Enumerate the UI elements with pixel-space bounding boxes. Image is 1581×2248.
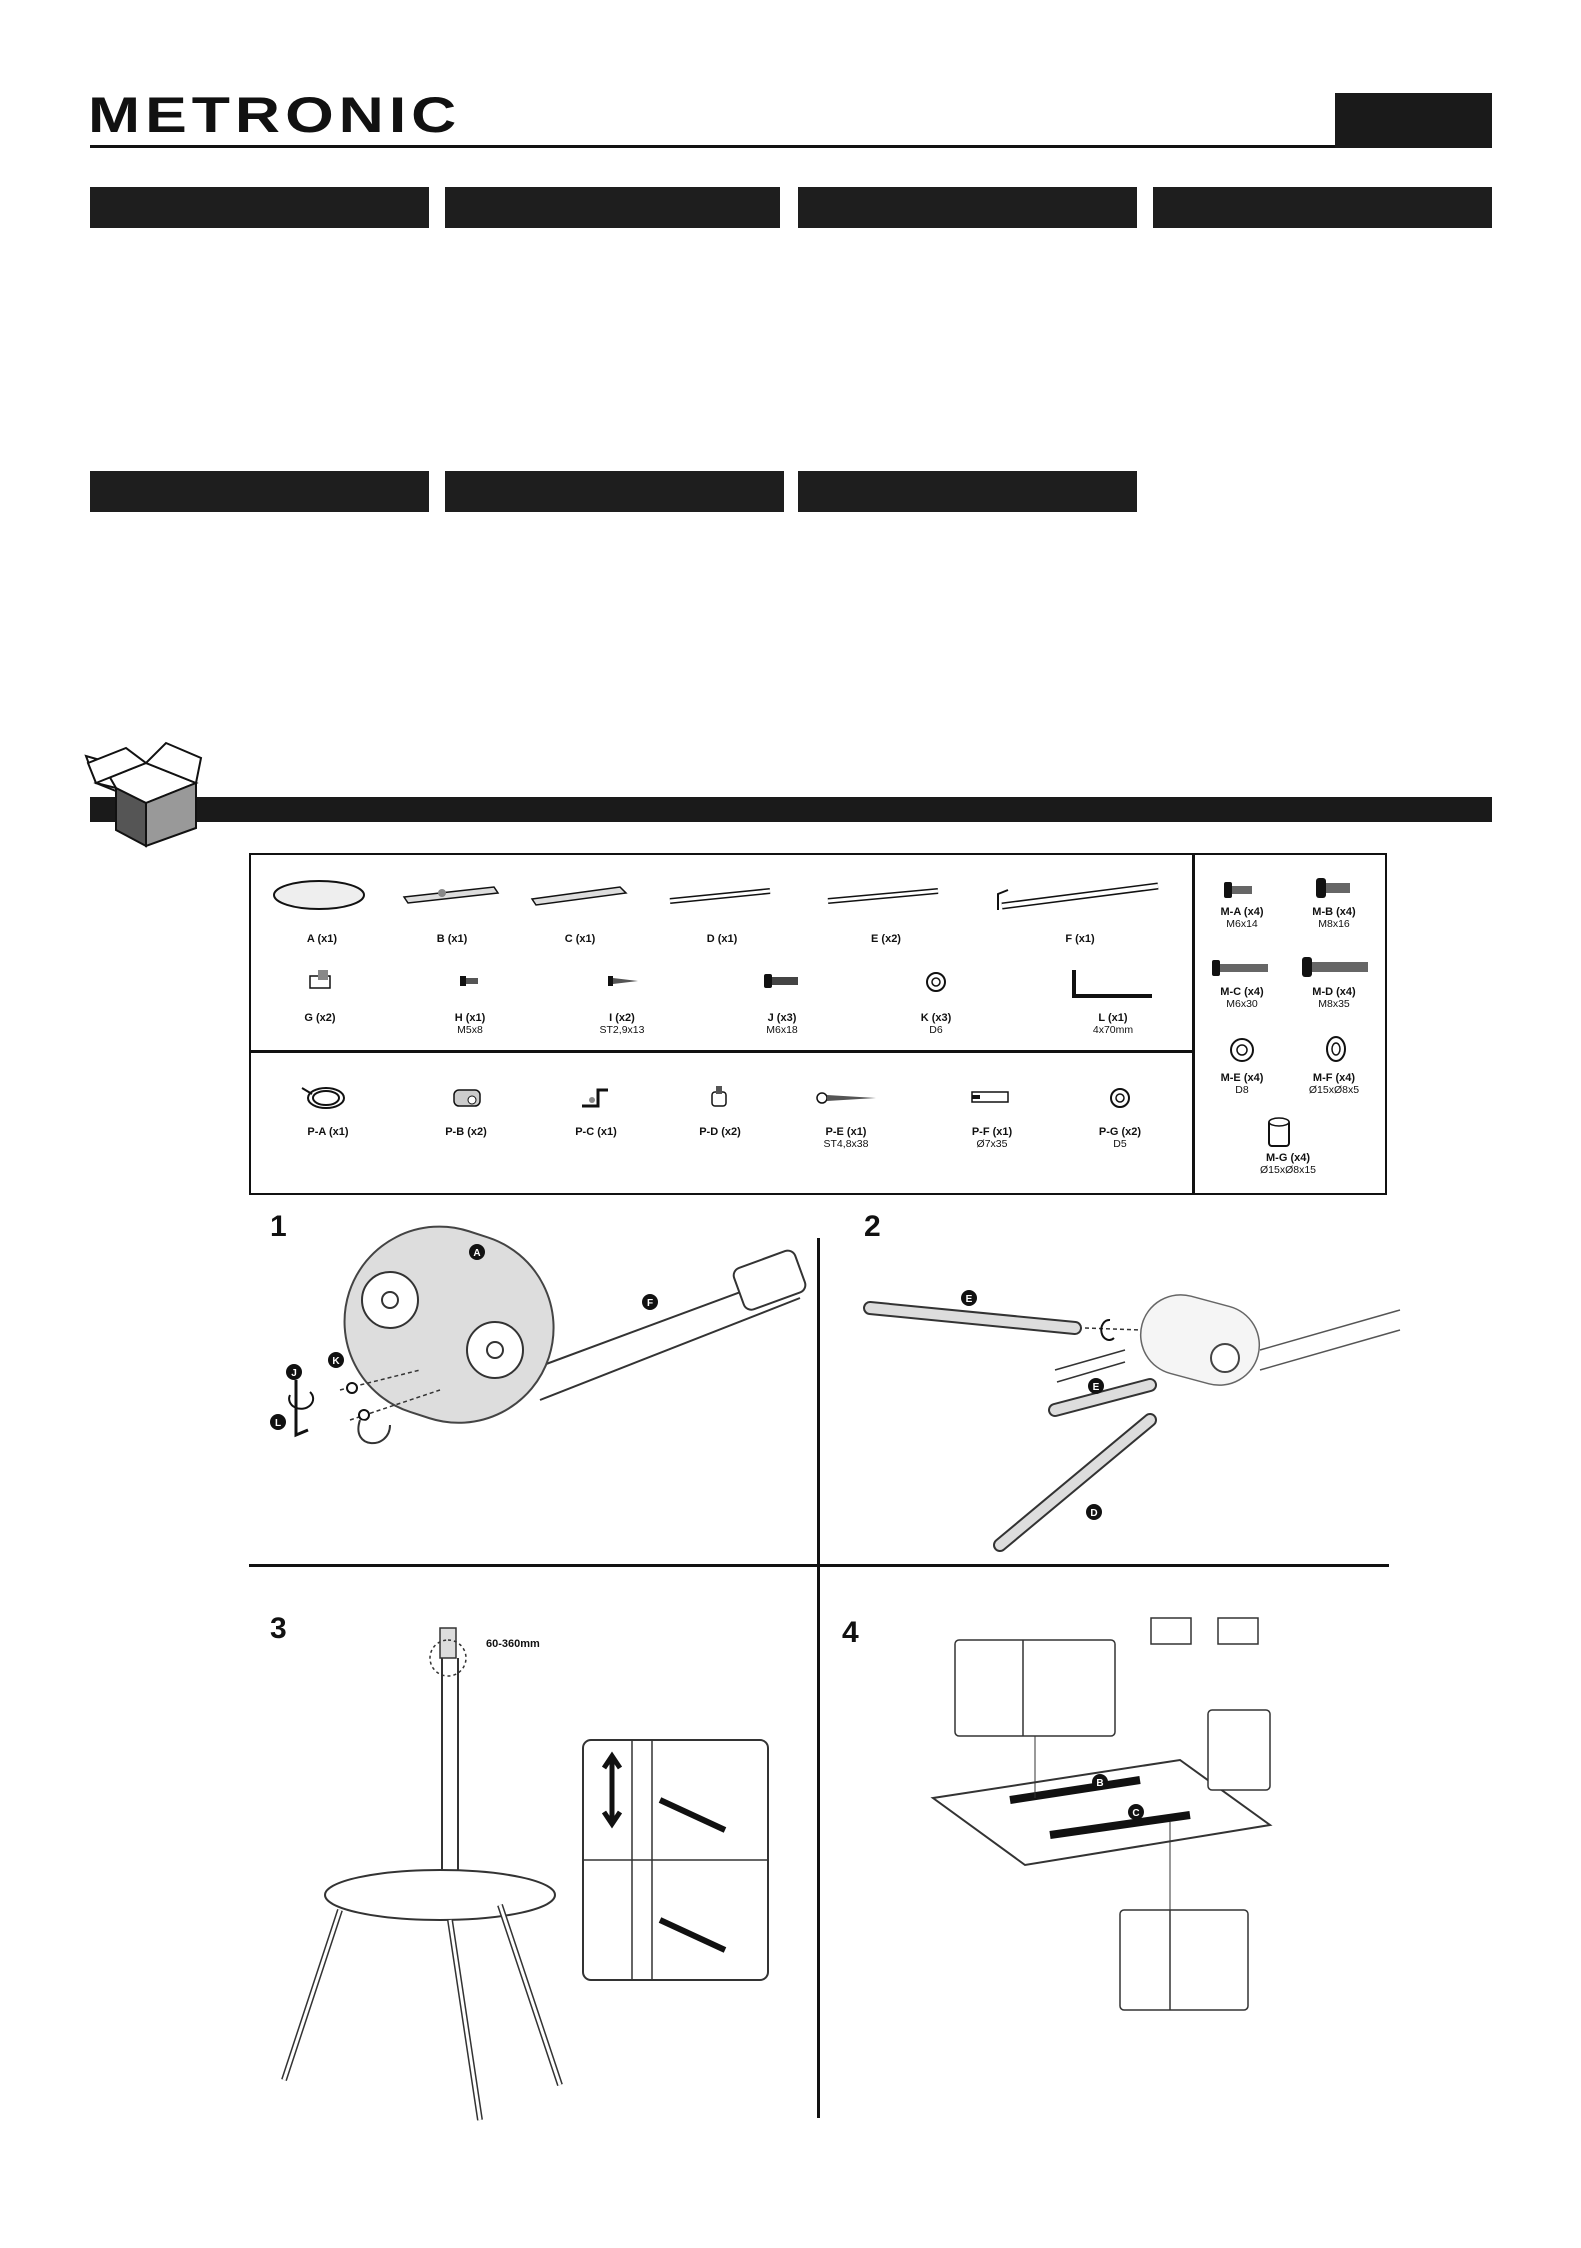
part-k-washer-icon <box>926 972 946 992</box>
brand-logo: METRONIC <box>88 87 462 143</box>
svg-text:K: K <box>332 1356 340 1367</box>
step-1-callout-j: J <box>286 1364 302 1380</box>
part-i-label: I (x2)ST2,9x13 <box>599 1012 645 1036</box>
part-l-hex-key-icon <box>1072 970 1152 998</box>
part-i-screw-icon <box>608 976 638 986</box>
header-block <box>1335 93 1492 148</box>
step-4-callout-c: C <box>1128 1804 1144 1820</box>
part-b-label: B (x1) <box>436 933 468 945</box>
svg-text:J: J <box>291 1368 297 1379</box>
part-c-label: C (x1) <box>564 933 596 945</box>
step-4-callout-b: B <box>1092 1774 1108 1790</box>
step-2-illustration <box>863 1294 1401 1552</box>
header-rule <box>90 145 1335 148</box>
part-ma-screw-icon <box>1224 882 1252 898</box>
part-mc-screw-icon <box>1212 960 1268 976</box>
part-pe-label: P-E (x1)ST4,8x38 <box>823 1126 869 1150</box>
step-1-illustration <box>288 1225 807 1445</box>
svg-text:B: B <box>1096 1778 1103 1789</box>
part-me-washer-icon <box>1230 1038 1254 1062</box>
box-icon <box>84 741 203 848</box>
part-pd-label: P-D (x2) <box>699 1126 741 1138</box>
part-h-screw-icon <box>460 976 478 986</box>
part-g-label: G (x2) <box>304 1012 336 1024</box>
section-bar-3 <box>798 187 1137 228</box>
svg-text:C: C <box>1132 1808 1139 1819</box>
step-4-illustration <box>930 1617 1273 2011</box>
part-pb-clip-icon <box>453 1089 481 1107</box>
svg-text:F: F <box>647 1298 653 1309</box>
part-a-plate-icon <box>273 880 365 910</box>
steps-divider-vertical <box>817 1238 820 2118</box>
part-mb-label: M-B (x4)M8x16 <box>1312 906 1356 930</box>
step-3-height-range: 60-360mm <box>486 1638 540 1650</box>
part-c-bracket-icon <box>530 886 628 906</box>
svg-text:D: D <box>1090 1508 1097 1519</box>
step-2-number: 2 <box>864 1210 881 1243</box>
step-2-callout-e-lower: E <box>1088 1378 1104 1394</box>
svg-text:A: A <box>473 1248 480 1259</box>
part-mf-spacer-icon <box>1326 1036 1346 1062</box>
part-k-label: K (x3)D6 <box>920 1012 952 1036</box>
part-pd-cap-icon <box>711 1086 727 1107</box>
part-mb-screw-icon <box>1316 878 1350 898</box>
part-j-label: J (x3)M6x18 <box>766 1012 798 1036</box>
step-1-callout-l: L <box>270 1414 286 1430</box>
parts-banner <box>90 797 1492 822</box>
part-pg-washer-icon <box>1110 1088 1130 1108</box>
part-pe-screw-icon <box>816 1092 876 1104</box>
part-d-tube-icon <box>669 888 771 904</box>
section-bar-4 <box>1153 187 1492 228</box>
part-pb-label: P-B (x2) <box>445 1126 487 1138</box>
part-mg-spacer-icon <box>1268 1117 1290 1147</box>
part-pa-label: P-A (x1) <box>307 1126 349 1138</box>
steps-divider-horizontal <box>249 1564 1389 1567</box>
part-f-pole-icon <box>997 882 1159 910</box>
svg-text:L: L <box>275 1418 281 1429</box>
step-3-number: 3 <box>270 1612 287 1645</box>
part-h-label: H (x1)M5x8 <box>454 1012 486 1036</box>
step-2-callout-e-upper: E <box>961 1290 977 1306</box>
section-bar-2 <box>445 187 780 228</box>
step-3-illustration <box>281 1627 769 2121</box>
part-pf-anchor-icon <box>971 1091 1009 1103</box>
step-4-number: 4 <box>842 1616 859 1649</box>
svg-text:E: E <box>966 1294 973 1305</box>
step-1-callout-f: F <box>642 1294 658 1310</box>
section-bar-6 <box>445 471 784 512</box>
step-1-callout-k: K <box>328 1352 344 1368</box>
part-b-bracket-icon <box>402 886 500 904</box>
part-mf-label: M-F (x4)Ø15xØ8x5 <box>1308 1072 1360 1096</box>
step-2-callout-d: D <box>1086 1504 1102 1520</box>
part-f-label: F (x1) <box>1065 933 1095 945</box>
part-mc-label: M-C (x4)M6x30 <box>1220 986 1264 1010</box>
section-bar-5 <box>90 471 429 512</box>
section-bar-7 <box>798 471 1137 512</box>
parts-divider-horizontal <box>249 1050 1192 1053</box>
part-j-bolt-icon <box>764 974 798 988</box>
part-d-label: D (x1) <box>706 933 738 945</box>
parts-divider-vertical <box>1192 853 1195 1195</box>
svg-text:E: E <box>1093 1382 1100 1393</box>
step-1-callout-a: A <box>469 1244 485 1260</box>
part-a-label: A (x1) <box>306 933 338 945</box>
part-md-screw-icon <box>1302 957 1368 977</box>
part-pf-label: P-F (x1)Ø7x35 <box>971 1126 1013 1150</box>
part-e-label: E (x2) <box>871 933 901 945</box>
part-pa-cable-icon <box>301 1087 345 1109</box>
part-md-label: M-D (x4)M8x35 <box>1312 986 1356 1010</box>
part-pc-bracket-icon <box>582 1088 608 1108</box>
part-mg-label: M-G (x4)Ø15xØ8x15 <box>1259 1152 1317 1176</box>
parts-list-box <box>249 853 1387 1195</box>
part-l-label: L (x1)4x70mm <box>1092 1012 1134 1036</box>
part-pg-label: P-G (x2)D5 <box>1098 1126 1142 1150</box>
part-ma-label: M-A (x4)M6x14 <box>1220 906 1264 930</box>
part-e-tube-icon <box>827 888 939 904</box>
part-g-clip-icon <box>309 970 331 989</box>
section-bar-1 <box>90 187 429 228</box>
step-1-number: 1 <box>270 1210 287 1243</box>
part-me-label: M-E (x4)D8 <box>1220 1072 1264 1096</box>
part-pc-label: P-C (x1) <box>575 1126 617 1138</box>
